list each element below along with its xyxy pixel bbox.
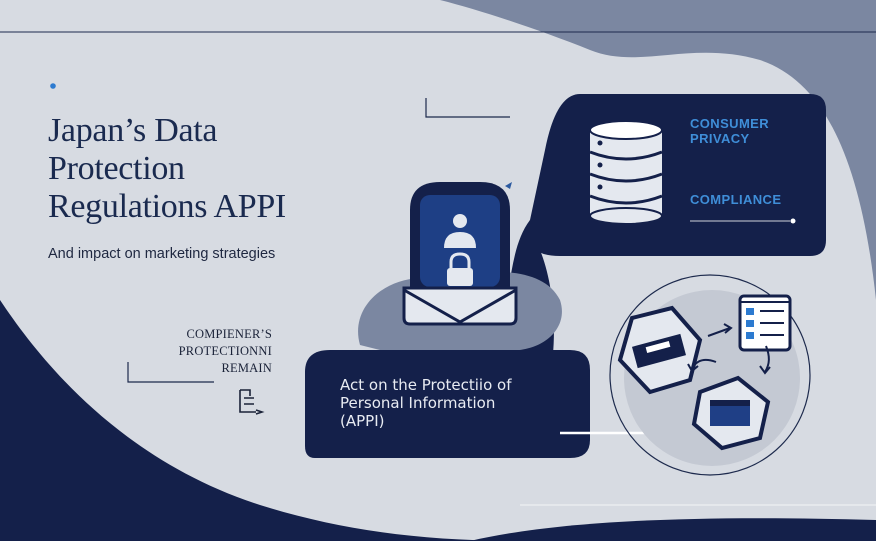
user-icon	[444, 214, 476, 248]
document-icon	[239, 389, 265, 415]
envelope-icon	[402, 286, 518, 326]
database-icon	[589, 120, 663, 225]
title-line: Protection	[48, 150, 185, 187]
subtitle: And impact on marketing strategies	[48, 246, 276, 262]
privacy-panel	[528, 94, 826, 256]
privacy-line: PRIVACY	[690, 131, 750, 146]
panel-dot	[790, 218, 796, 224]
act-card-text: Act on the Protectiio of Personal Inform…	[340, 376, 580, 430]
list-icon	[738, 294, 792, 352]
cycle-ring	[609, 274, 811, 476]
accent-dot	[50, 83, 56, 89]
act-card-line: Act on the Protectiio of	[340, 376, 512, 394]
side-note-line: COMPIENER’S	[186, 327, 272, 341]
box-icon	[691, 375, 771, 451]
bottom-right-wave	[470, 518, 876, 541]
act-card	[305, 350, 590, 458]
compliance-label: COMPLIANCE	[690, 192, 782, 207]
act-card-line: (APPI)	[340, 412, 385, 430]
top-right-blob	[440, 0, 876, 300]
title-line: Japan’s Data	[48, 112, 218, 149]
privacy-line: CONSUMER	[690, 116, 770, 131]
side-note: COMPIENER’S PROTECTIONNI REMAIN	[160, 326, 272, 377]
bracket-deco	[425, 98, 510, 118]
side-note-line: PROTECTIONNI	[178, 344, 272, 358]
page-title: Japan’s Data Protection Regulations APPI	[48, 112, 368, 226]
cycle-arrow-icon	[687, 323, 771, 375]
side-note-line: REMAIN	[221, 361, 272, 375]
bottom-left-wave	[0, 300, 520, 541]
card-icon	[617, 305, 703, 395]
consumer-privacy-label: CONSUMER PRIVACY	[690, 116, 769, 146]
act-card-line: Personal Information	[340, 394, 496, 412]
title-line: Regulations APPI	[48, 188, 286, 225]
lock-icon	[447, 252, 473, 286]
bracket-deco-2	[127, 362, 214, 383]
spark-deco	[505, 182, 512, 189]
